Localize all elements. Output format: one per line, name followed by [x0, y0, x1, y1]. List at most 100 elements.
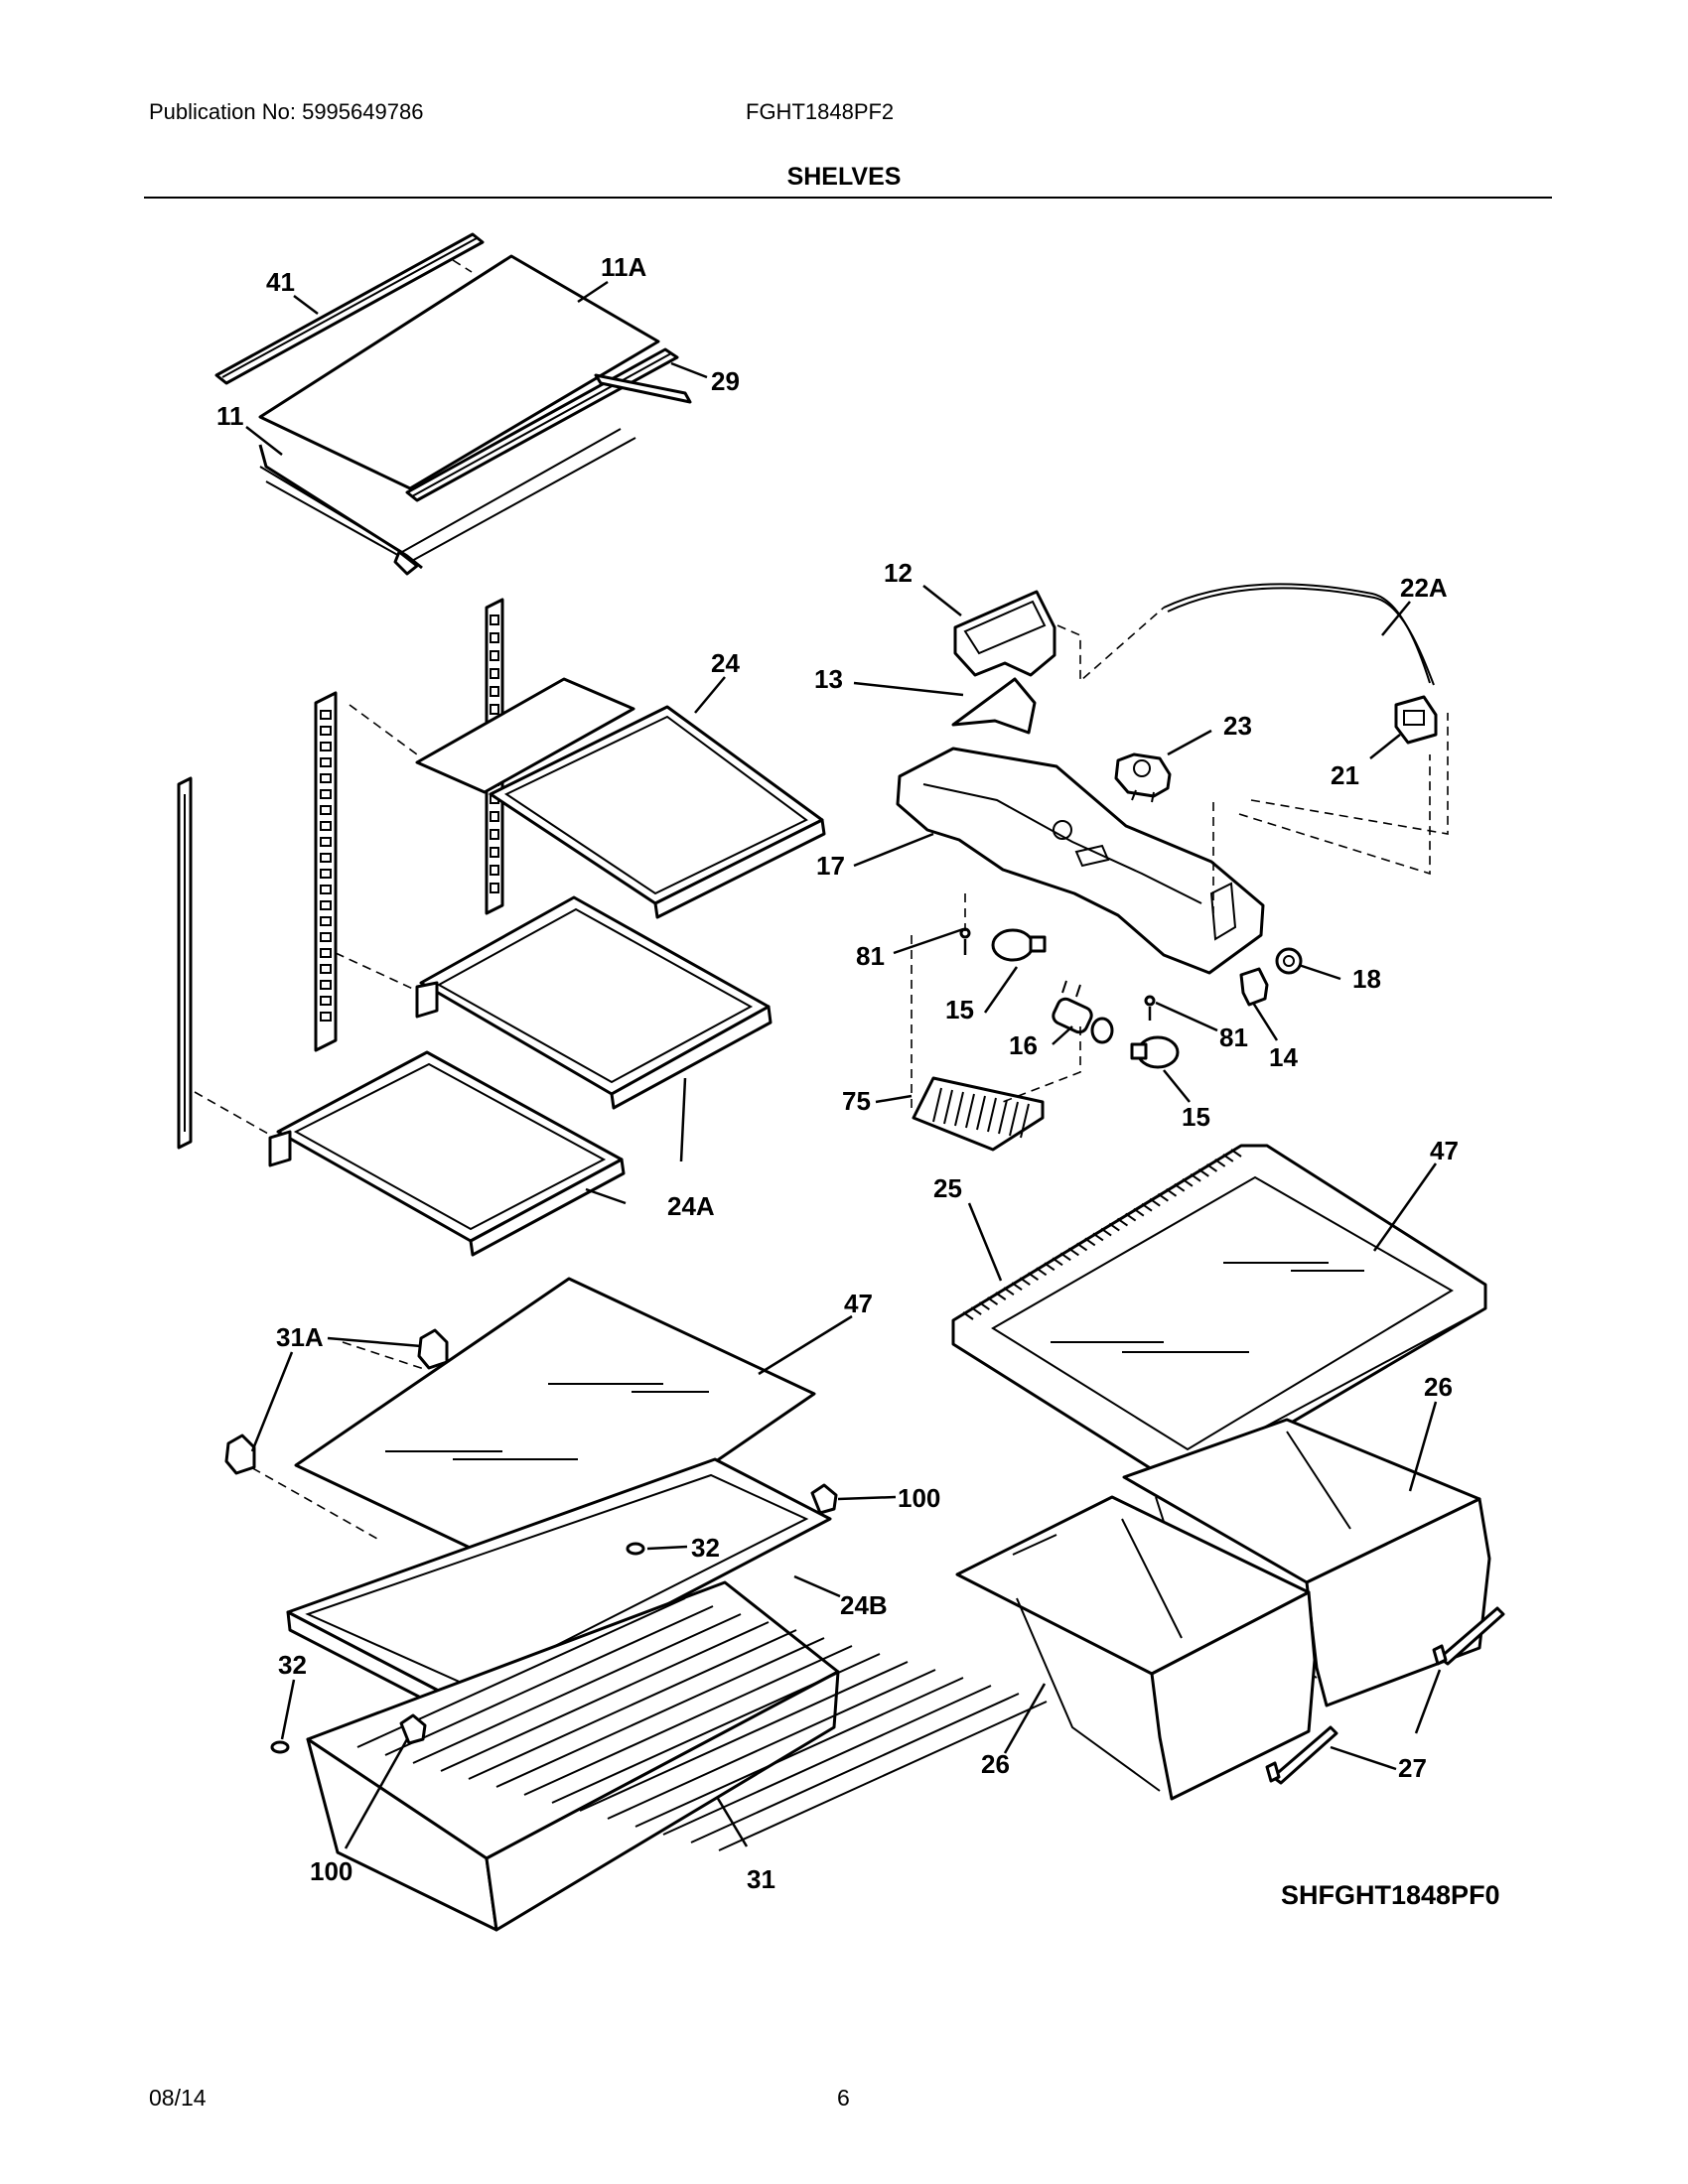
rail-slot [490, 847, 499, 858]
cover-vent [1067, 1247, 1079, 1257]
shelf-support-front-part [224, 1433, 256, 1475]
callout-81-left: 81 [856, 941, 885, 971]
cover-vent [1149, 1197, 1161, 1207]
cover-vent [1044, 1262, 1055, 1272]
cover-vent [1100, 1227, 1112, 1237]
shield-rib [987, 1097, 997, 1133]
bumper-right-part [626, 1542, 645, 1556]
cover-vent [962, 1311, 974, 1320]
footer-date: 08/14 [149, 2085, 207, 2111]
glass-shelf-top-part [258, 254, 660, 490]
rail-slot [490, 829, 499, 840]
clip-right-part [810, 1483, 838, 1515]
cover-vent [1182, 1177, 1194, 1187]
rail-slot [490, 668, 499, 679]
pan-rib [690, 1693, 1020, 1843]
rail-slot [490, 811, 499, 822]
callout-81-right: 81 [1219, 1023, 1248, 1052]
callout-31: 31 [747, 1864, 775, 1894]
pan-rib [440, 1621, 770, 1772]
rail-slot [320, 869, 332, 879]
rail-slot [320, 948, 332, 958]
rail-slot [320, 1012, 332, 1022]
cover-vent [978, 1301, 990, 1310]
publication-number: Publication No: 5995649786 [149, 99, 424, 124]
callout-labels: 41 11A 29 11 12 22A 13 24 23 21 17 18 81… [216, 252, 1500, 1910]
cover-vent [1027, 1272, 1040, 1282]
crisper-drawer-front-part [955, 1495, 1317, 1801]
rail-slot [320, 885, 332, 894]
rail-slot [320, 996, 332, 1006]
cover-vent [1214, 1159, 1226, 1167]
rail-slot [490, 883, 499, 893]
connector-part [1394, 695, 1438, 745]
cover-vent [995, 1292, 1007, 1300]
page-number: 6 [837, 2085, 850, 2111]
shelf-support-left-part [417, 1328, 449, 1370]
rail-slot [490, 686, 499, 697]
pan-rib [551, 1653, 881, 1804]
cover-vent [1036, 1267, 1048, 1277]
rail-slot [320, 853, 332, 863]
diagram-code: SHFGHT1848PF0 [1281, 1880, 1500, 1910]
rail-slot [320, 916, 332, 926]
cover-vent [1141, 1202, 1153, 1212]
callout-18: 18 [1352, 964, 1381, 994]
pan-rib [718, 1701, 1048, 1851]
callout-32-right: 32 [691, 1533, 720, 1563]
lamp-socket-part [1275, 947, 1303, 975]
header-rule [144, 197, 1552, 199]
rail-slot [320, 821, 332, 831]
callout-24B: 24B [840, 1590, 888, 1620]
screw-left-part [959, 927, 971, 955]
cover-vent [1052, 1257, 1063, 1267]
callout-24: 24 [711, 648, 740, 678]
rail-slot [320, 742, 332, 751]
callout-47-right: 47 [1430, 1136, 1459, 1165]
callout-29: 29 [711, 366, 740, 396]
cover-vent [1011, 1282, 1023, 1292]
light-shield-part [912, 1076, 1045, 1152]
rail-slot [320, 773, 332, 783]
wire-harness-part [1163, 583, 1435, 686]
callout-41: 41 [266, 267, 295, 297]
light-bulb-left-part [991, 928, 1047, 962]
rail-slot [320, 789, 332, 799]
callout-17: 17 [816, 851, 845, 881]
callout-22A: 22A [1400, 573, 1448, 603]
crisper-glass-left-part [294, 1277, 816, 1583]
section-title: SHELVES [786, 163, 902, 191]
rail-slot [490, 865, 499, 876]
shield-rib [954, 1091, 964, 1127]
light-switch-part [1239, 967, 1269, 1007]
cover-vent [1059, 1252, 1071, 1262]
screw-right-part [1144, 995, 1156, 1021]
callout-31A: 31A [276, 1322, 324, 1352]
callout-12: 12 [884, 558, 913, 588]
rail-slot [320, 837, 332, 847]
thermostat-part [1114, 752, 1172, 803]
shield-rib [943, 1089, 953, 1125]
cover-vent [1019, 1277, 1031, 1287]
cover-vent [1116, 1217, 1129, 1227]
rail-slot [320, 805, 332, 815]
shield-rib [976, 1095, 986, 1131]
callout-75: 75 [842, 1086, 871, 1116]
lamp-holder-part [1052, 980, 1114, 1044]
rail-slot [320, 710, 332, 720]
callout-15-right: 15 [1182, 1102, 1210, 1132]
cover-vent [1190, 1173, 1201, 1182]
callout-47-left: 47 [844, 1289, 873, 1318]
rail-slot [320, 900, 332, 910]
pan-rib [384, 1605, 714, 1756]
shield-rib [932, 1087, 942, 1123]
shelf-trim-part [214, 232, 485, 385]
alignment-lines [194, 259, 1449, 1540]
callout-11: 11 [216, 401, 244, 431]
rail-slot [320, 932, 332, 942]
shield-rib [1009, 1101, 1019, 1137]
cover-vent [1205, 1163, 1218, 1172]
callout-23: 23 [1223, 711, 1252, 741]
crisper-pan-part [306, 1580, 1048, 1932]
